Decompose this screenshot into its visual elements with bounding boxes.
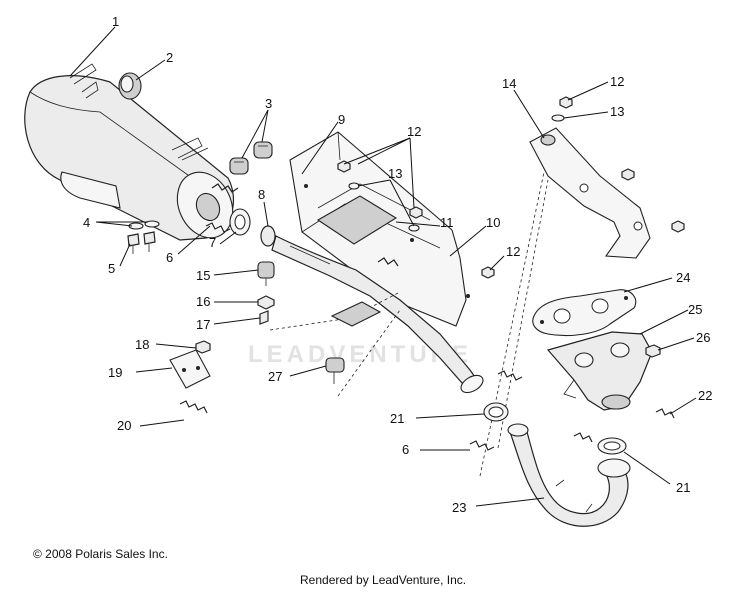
manifold-gasket-part-24 [532, 289, 637, 337]
callout-1: 1 [112, 14, 119, 29]
callout-15: 15 [196, 268, 210, 283]
callout-27: 27 [268, 369, 282, 384]
spring-icon [573, 432, 593, 443]
callout-21b: 21 [676, 480, 690, 495]
bracket-part-19 [169, 349, 211, 389]
callout-26: 26 [696, 330, 710, 345]
spring-part-22 [655, 408, 675, 419]
callout-23: 23 [452, 500, 466, 515]
callout-12c: 12 [610, 74, 624, 89]
callout-20: 20 [117, 418, 131, 433]
front-pipe-part-23 [507, 423, 631, 527]
bracket-part-11 [316, 195, 398, 245]
callout-5: 5 [108, 261, 115, 276]
nut-part-16 [257, 295, 275, 310]
callout-22: 22 [698, 388, 712, 403]
mid-pipe-part-10 [271, 235, 484, 394]
callout-11: 11 [440, 215, 454, 230]
callout-12a: 12 [407, 124, 421, 139]
stud-part-26 [645, 344, 661, 358]
bolt-part-17 [259, 310, 269, 325]
bolt-part-18 [195, 340, 211, 354]
spring-icon [377, 257, 399, 267]
nuts-washers-part-12-13 [337, 96, 573, 279]
grommet-part-2 [118, 72, 142, 100]
muffler-part-1 [24, 63, 239, 241]
exhaust-manifold-part-25 [546, 331, 653, 411]
gasket-part-7 [229, 208, 251, 236]
grommets-part-3 [229, 141, 273, 175]
bumper-part-27 [325, 357, 345, 384]
leader-lines [69, 26, 697, 507]
gasket-part-21 [483, 402, 627, 455]
callout-8: 8 [258, 187, 265, 202]
callout-13b: 13 [610, 104, 624, 119]
callout-24: 24 [676, 270, 690, 285]
callout-6b: 6 [402, 442, 409, 457]
callout-12b: 12 [506, 244, 520, 259]
callout-6: 6 [166, 250, 173, 265]
spring-icon [497, 370, 523, 381]
callout-numbers: 1 2 3 4 5 6 7 8 9 10 11 12 12 12 13 13 1… [83, 14, 712, 515]
callout-7: 7 [209, 235, 216, 250]
callout-4: 4 [83, 215, 90, 230]
spring-part-6 [469, 440, 495, 451]
lower-bracket [330, 301, 382, 327]
guide-line [479, 171, 545, 477]
callout-2: 2 [166, 50, 173, 65]
clamp-part-8 [260, 225, 276, 247]
callout-16: 16 [196, 294, 210, 309]
callout-3: 3 [265, 96, 272, 111]
header-shield-part-14 [529, 127, 685, 259]
callout-13a: 13 [388, 166, 402, 181]
callout-9: 9 [338, 112, 345, 127]
rendered-by-text: Rendered by LeadVenture, Inc. [300, 573, 467, 587]
callout-21a: 21 [390, 411, 404, 426]
callout-17: 17 [196, 317, 210, 332]
callout-18: 18 [135, 337, 149, 352]
callout-19: 19 [108, 365, 122, 380]
callout-25: 25 [688, 302, 702, 317]
copyright-text: © 2008 Polaris Sales Inc. [33, 547, 168, 561]
bumper-part-15 [257, 261, 275, 286]
fasteners-part-4-5 [127, 220, 160, 254]
callout-10: 10 [486, 215, 500, 230]
spring-part-20 [179, 400, 208, 414]
callout-14: 14 [502, 76, 516, 91]
